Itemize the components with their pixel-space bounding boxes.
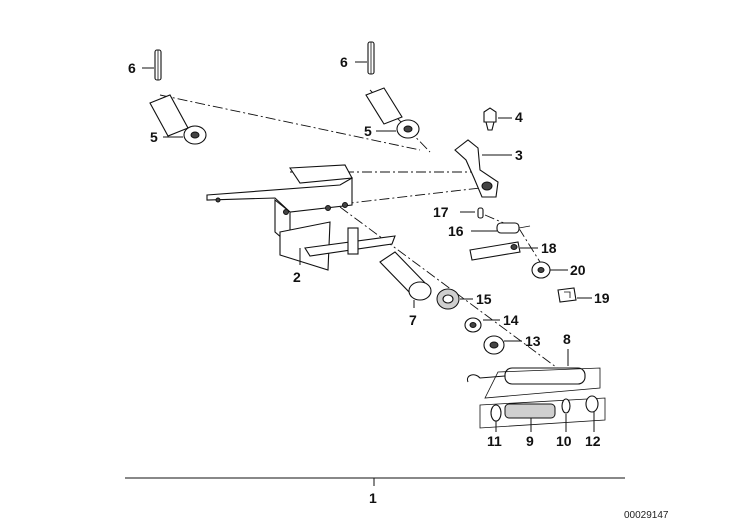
cap-part-12 <box>585 395 599 413</box>
label-20: 20 <box>570 262 586 278</box>
label-5-left: 5 <box>150 129 158 145</box>
pin-right <box>365 87 403 125</box>
clip-part-19 <box>557 287 577 303</box>
label-14: 14 <box>503 312 519 328</box>
bolt-part-7 <box>379 251 432 301</box>
label-4: 4 <box>515 109 523 125</box>
label-6-right: 6 <box>340 54 348 70</box>
ring-part-10 <box>561 398 571 414</box>
washer-right <box>396 119 420 139</box>
label-16: 16 <box>448 223 464 239</box>
label-8: 8 <box>563 331 571 347</box>
label-9: 9 <box>526 433 534 449</box>
washer-left <box>183 125 207 145</box>
label-1: 1 <box>369 490 377 506</box>
screw-part-4 <box>483 107 497 131</box>
label-12: 12 <box>585 433 601 449</box>
washer-part-20 <box>531 261 551 279</box>
label-15: 15 <box>476 291 492 307</box>
washer-part-14 <box>464 317 482 333</box>
label-6-left: 6 <box>128 60 136 76</box>
label-3: 3 <box>515 147 523 163</box>
label-7: 7 <box>409 312 417 328</box>
label-18: 18 <box>541 240 557 256</box>
label-17: 17 <box>433 204 449 220</box>
bushing-part-15 <box>436 288 460 310</box>
label-13: 13 <box>525 333 541 349</box>
spring-assembly-part-8 <box>466 367 601 399</box>
label-19: 19 <box>594 290 610 306</box>
bracket-part-2 <box>206 164 396 271</box>
cotter-pin-left <box>154 49 162 81</box>
assembly-baseline <box>125 477 625 486</box>
sleeve-part-16 <box>496 222 531 234</box>
diagram-reference-number: 00029147 <box>624 510 669 521</box>
leader-lines <box>142 61 595 432</box>
label-11: 11 <box>487 433 502 449</box>
cotter-pin-right <box>367 41 375 75</box>
label-2: 2 <box>293 269 301 285</box>
part-labels: 1 2 3 4 5 5 6 6 7 8 9 10 11 12 13 14 15 … <box>128 54 610 506</box>
washer-part-13 <box>483 335 505 355</box>
spring-part-9 <box>504 403 556 419</box>
pin-part-17 <box>477 207 484 219</box>
lever-part-3 <box>454 139 499 198</box>
link-rod-part-18 <box>469 241 521 261</box>
label-10: 10 <box>556 433 572 449</box>
ring-part-11 <box>490 404 502 422</box>
label-5-right: 5 <box>364 123 372 139</box>
